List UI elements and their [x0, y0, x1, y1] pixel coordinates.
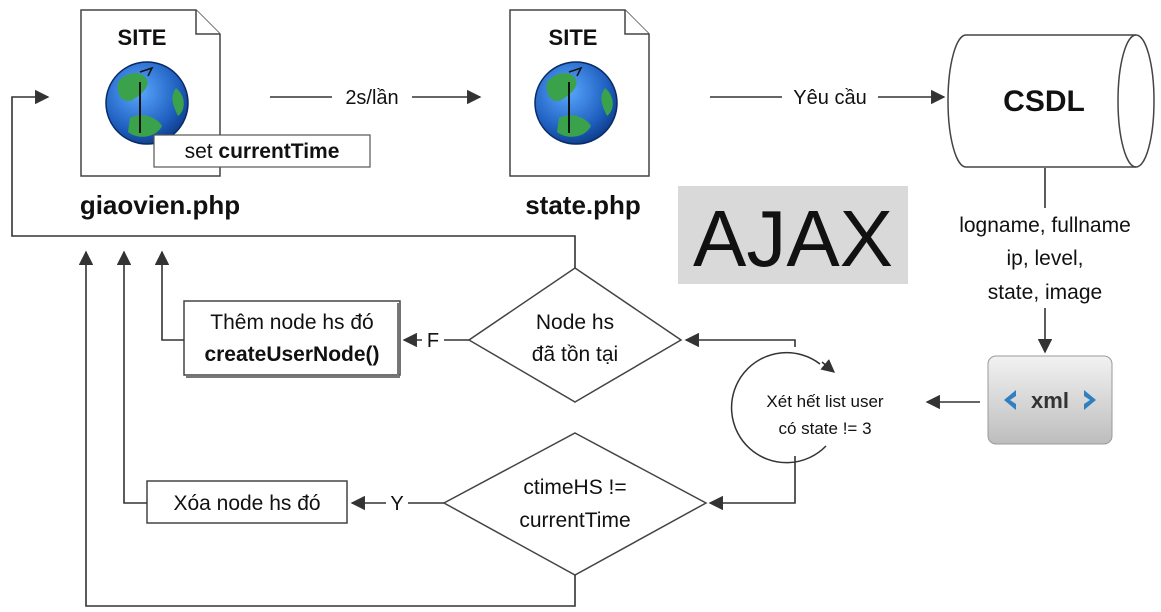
decision-time-line-1: ctimeHS !=: [523, 476, 626, 499]
add-node-line-1: Thêm node hs đó: [210, 311, 373, 334]
fields-line-1: logname, fullname: [959, 214, 1131, 237]
edge-label-request: Yêu cầu: [793, 87, 866, 109]
globe-icon: [534, 61, 618, 145]
loop-node: Xét hết list user có state != 3: [730, 351, 884, 464]
ajax-badge: AJAX: [678, 186, 908, 284]
site-document-giaovien: SITE set currentTime giaovien.php: [80, 9, 371, 220]
edge-label-false: F: [427, 330, 439, 352]
process-delete-node: Xóa node hs đó: [146, 480, 348, 524]
fields-line-2: ip, level,: [1006, 247, 1083, 270]
decision-time-line-2: currentTime: [519, 509, 630, 532]
loop-line-2: có state != 3: [778, 419, 871, 438]
edge-loop-time: [708, 456, 796, 511]
fields-list: logname, fullname ip, level, state, imag…: [959, 214, 1131, 304]
edge-add-return: [154, 250, 184, 341]
ajax-text: AJAX: [693, 194, 893, 283]
xml-text: xml: [1031, 388, 1069, 413]
edge-time-return: [78, 250, 576, 607]
decision-exists-line-1: Node hs: [536, 311, 614, 334]
edge-label-refresh: 2s/lần: [345, 87, 398, 109]
xml-icon: xml: [987, 355, 1113, 445]
site-title-1: SITE: [118, 25, 167, 50]
database-label: CSDL: [1003, 85, 1085, 118]
decision-node-exists: Node hs đã tồn tại: [467, 267, 683, 403]
globe-icon: [105, 61, 189, 145]
edge-loop-decision: [684, 332, 796, 348]
add-node-line-2: createUserNode(): [204, 343, 379, 366]
set-current-time-label: set currentTime: [185, 140, 340, 163]
giaovien-php-caption: giaovien.php: [80, 190, 240, 220]
edge-label-yes: Y: [390, 493, 403, 515]
fields-line-3: state, image: [988, 281, 1102, 304]
state-php-caption: state.php: [525, 190, 641, 220]
edge-delete-return: [116, 250, 147, 504]
decision-exists-line-2: đã tồn tại: [532, 343, 618, 366]
decision-time-changed: ctimeHS != currentTime: [442, 432, 708, 576]
edge-return-top: [11, 89, 576, 268]
edge-labels: 2s/lần Yêu cầu F Y: [332, 84, 878, 516]
database-cylinder: CSDL: [947, 34, 1155, 168]
loop-line-1: Xét hết list user: [766, 392, 884, 411]
delete-node-label: Xóa node hs đó: [173, 492, 320, 515]
site-document-state: SITE state.php: [509, 9, 650, 220]
site-title-2: SITE: [549, 25, 598, 50]
process-add-node: Thêm node hs đó createUserNode(): [183, 300, 401, 378]
